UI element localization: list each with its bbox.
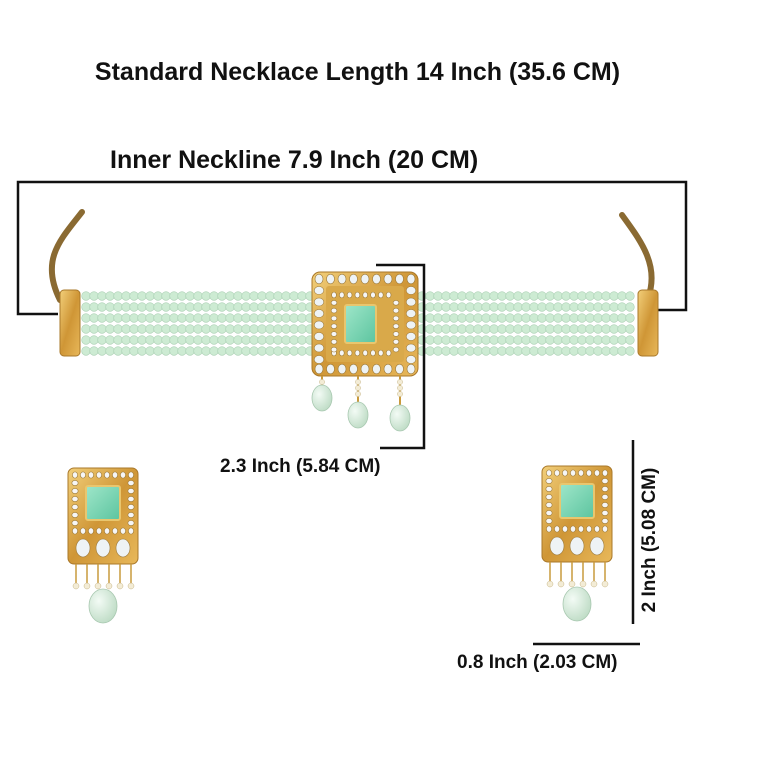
pendant-height-bracket	[376, 263, 426, 450]
inner-neckline-bracket	[16, 180, 688, 316]
inner-neckline-label: Inner Neckline 7.9 Inch (20 CM)	[110, 146, 479, 174]
pendant-height-label: 2.3 Inch (5.84 CM)	[220, 456, 381, 477]
right-earring	[541, 465, 613, 622]
pendant-center-stone	[344, 304, 377, 344]
right-cord	[619, 212, 655, 301]
choker-pendant	[311, 271, 419, 432]
left-cord	[48, 209, 85, 303]
bead-strands	[81, 291, 635, 356]
left-end-cap	[59, 289, 81, 357]
right-end-cap	[637, 289, 659, 357]
earring-width-label: 0.8 Inch (2.03 CM)	[457, 652, 618, 673]
page-title: Standard Necklace Length 14 Inch (35.6 C…	[94, 58, 621, 86]
left-earring	[67, 467, 139, 624]
